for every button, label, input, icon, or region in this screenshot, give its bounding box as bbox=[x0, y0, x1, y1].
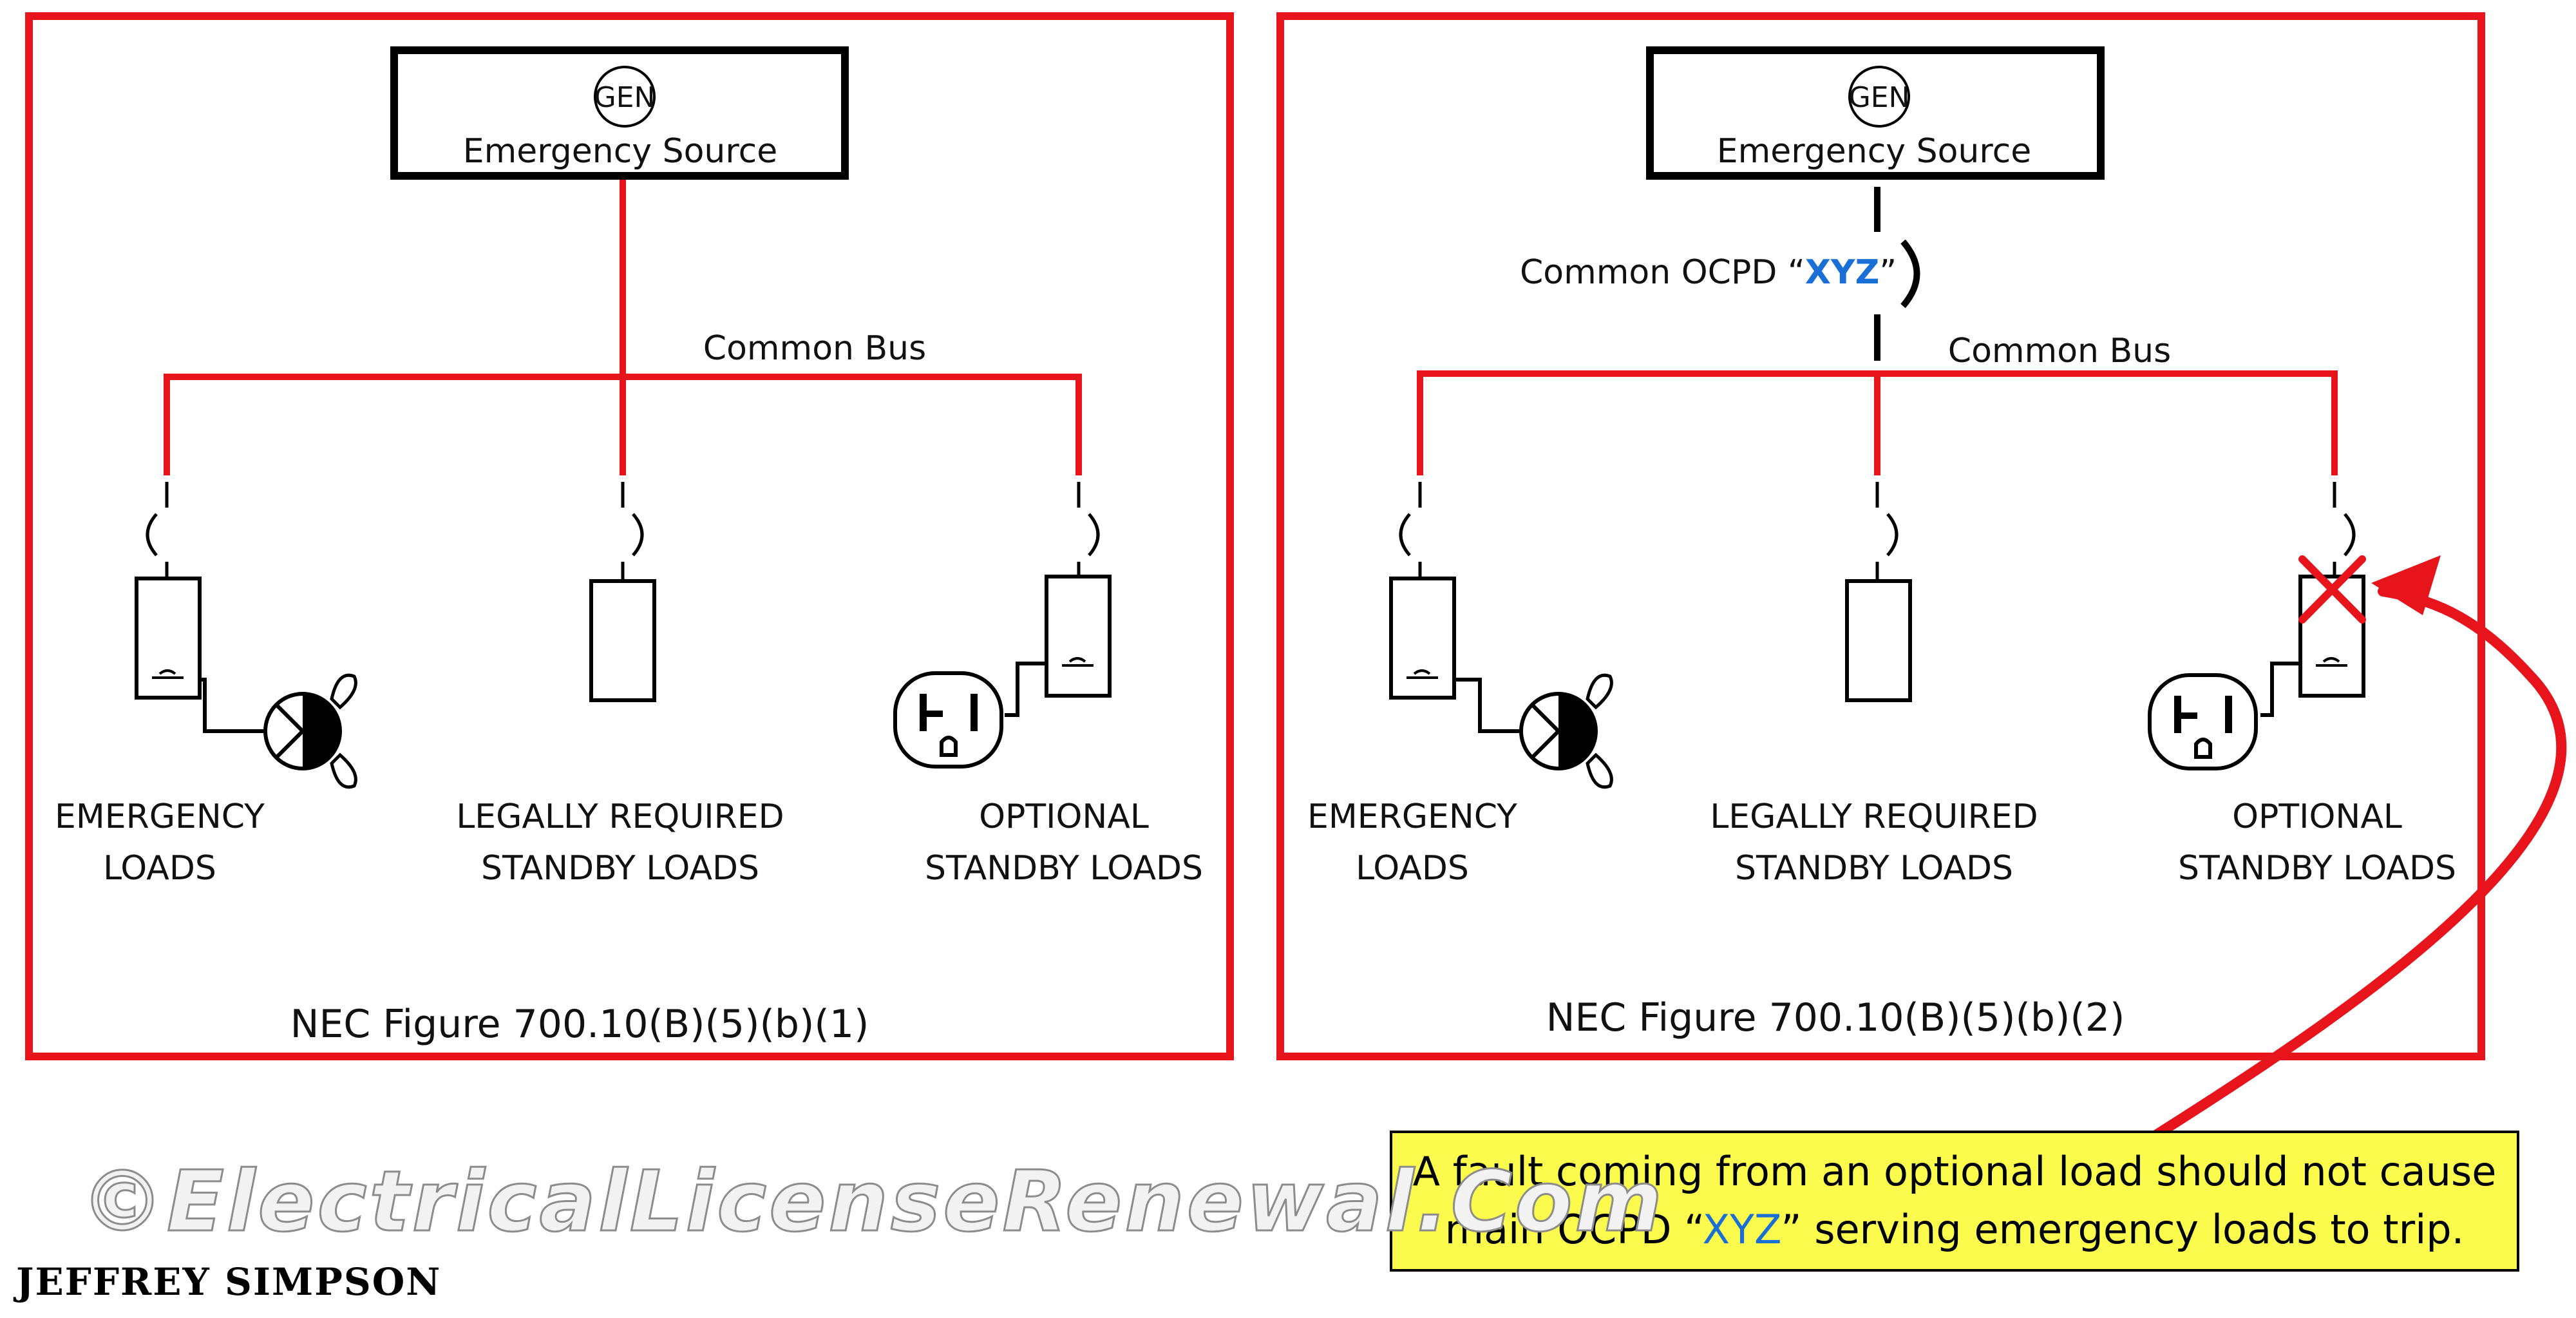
transfer-switch-optional bbox=[1045, 575, 1112, 698]
note-box bbox=[1390, 1131, 2519, 1272]
fault-arrow bbox=[2143, 586, 2567, 1145]
ocpd-name-xyz: XYZ bbox=[1805, 253, 1879, 292]
breaker-legally-required-2 bbox=[1875, 482, 1899, 580]
transfer-switch-legally-required-2 bbox=[1845, 579, 1912, 702]
author-signature: JEFFREY SIMPSON bbox=[13, 1260, 441, 1304]
lamp-icon-2 bbox=[1519, 673, 1613, 789]
watermark: ©ElectricalLicenseRenewal.Com bbox=[80, 1152, 1665, 1250]
emergency-source-box bbox=[390, 46, 849, 180]
lamp-icon bbox=[263, 673, 357, 789]
load-legally-required-line2: STANDBY LOADS bbox=[481, 849, 759, 888]
note-xyz: XYZ bbox=[1703, 1206, 1781, 1253]
load-emergency-line2-2: LOADS bbox=[1356, 849, 1469, 888]
load-emergency-line2: LOADS bbox=[103, 849, 216, 888]
emergency-source-label: Emergency Source bbox=[463, 132, 777, 171]
breaker-optional-2 bbox=[2333, 482, 2356, 577]
emergency-source-box-2 bbox=[1646, 46, 2105, 180]
transfer-switch-optional-2 bbox=[2298, 575, 2365, 698]
panel-2-frame bbox=[1276, 12, 2485, 1060]
breaker-optional bbox=[1077, 482, 1100, 577]
note-line1: A fault coming from an optional load sho… bbox=[1413, 1148, 2497, 1195]
common-bus bbox=[164, 180, 1082, 475]
load-legally-required-line2-2: STANDBY LOADS bbox=[1735, 849, 2013, 888]
load-legally-required-line1: LEGALLY REQUIRED bbox=[456, 797, 784, 836]
fault-arrowhead-icon bbox=[2371, 555, 2441, 615]
panel-2-caption: NEC Figure 700.10(B)(5)(b)(2) bbox=[1546, 995, 2125, 1040]
load-optional-line2-2: STANDBY LOADS bbox=[2178, 849, 2456, 888]
load-optional-line1: OPTIONAL bbox=[979, 797, 1149, 836]
panel-2: GEN Emergency Source Common OCPD “XYZ” C… bbox=[1276, 12, 2485, 1060]
fault-x-icon bbox=[2298, 555, 2366, 624]
receptacle-icon-2 bbox=[2148, 673, 2258, 770]
emergency-source-label-2: Emergency Source bbox=[1717, 132, 2031, 171]
load-emergency-line1-2: EMERGENCY bbox=[1307, 797, 1517, 836]
breaker-emergency bbox=[146, 482, 169, 580]
gen-label-2: GEN bbox=[1849, 81, 1910, 114]
receptacle-icon bbox=[893, 671, 1003, 769]
transfer-switch-emergency-2 bbox=[1389, 577, 1456, 700]
load-legally-required-line1-2: LEGALLY REQUIRED bbox=[1710, 797, 2038, 836]
common-bus-label-2: Common Bus bbox=[1948, 332, 2171, 370]
note-line2: main OCPD “XYZ” serving emergency loads … bbox=[1445, 1206, 2465, 1253]
breaker-legally-required bbox=[621, 482, 644, 580]
gen-icon-2 bbox=[1848, 66, 1910, 128]
load-optional-line2: STANDBY LOADS bbox=[925, 849, 1203, 888]
common-ocpd-label: Common OCPD “XYZ” bbox=[1520, 253, 1897, 292]
load-emergency-line1: EMERGENCY bbox=[55, 797, 265, 836]
panel-1-caption: NEC Figure 700.10(B)(5)(b)(1) bbox=[290, 1002, 869, 1047]
breaker-emergency-2 bbox=[1399, 482, 1422, 580]
common-bus-2 bbox=[1417, 370, 2338, 475]
transfer-switch-emergency bbox=[135, 577, 202, 700]
panel-1-frame bbox=[25, 12, 1234, 1060]
common-bus-label: Common Bus bbox=[703, 329, 926, 368]
gen-icon bbox=[594, 66, 656, 128]
transfer-switch-legally-required bbox=[589, 579, 656, 702]
gen-label: GEN bbox=[594, 81, 656, 114]
load-optional-line1-2: OPTIONAL bbox=[2232, 797, 2402, 836]
panel-1: GEN Emergency Source Common Bus bbox=[25, 12, 1234, 1060]
common-ocpd-xyz bbox=[1874, 187, 1920, 361]
